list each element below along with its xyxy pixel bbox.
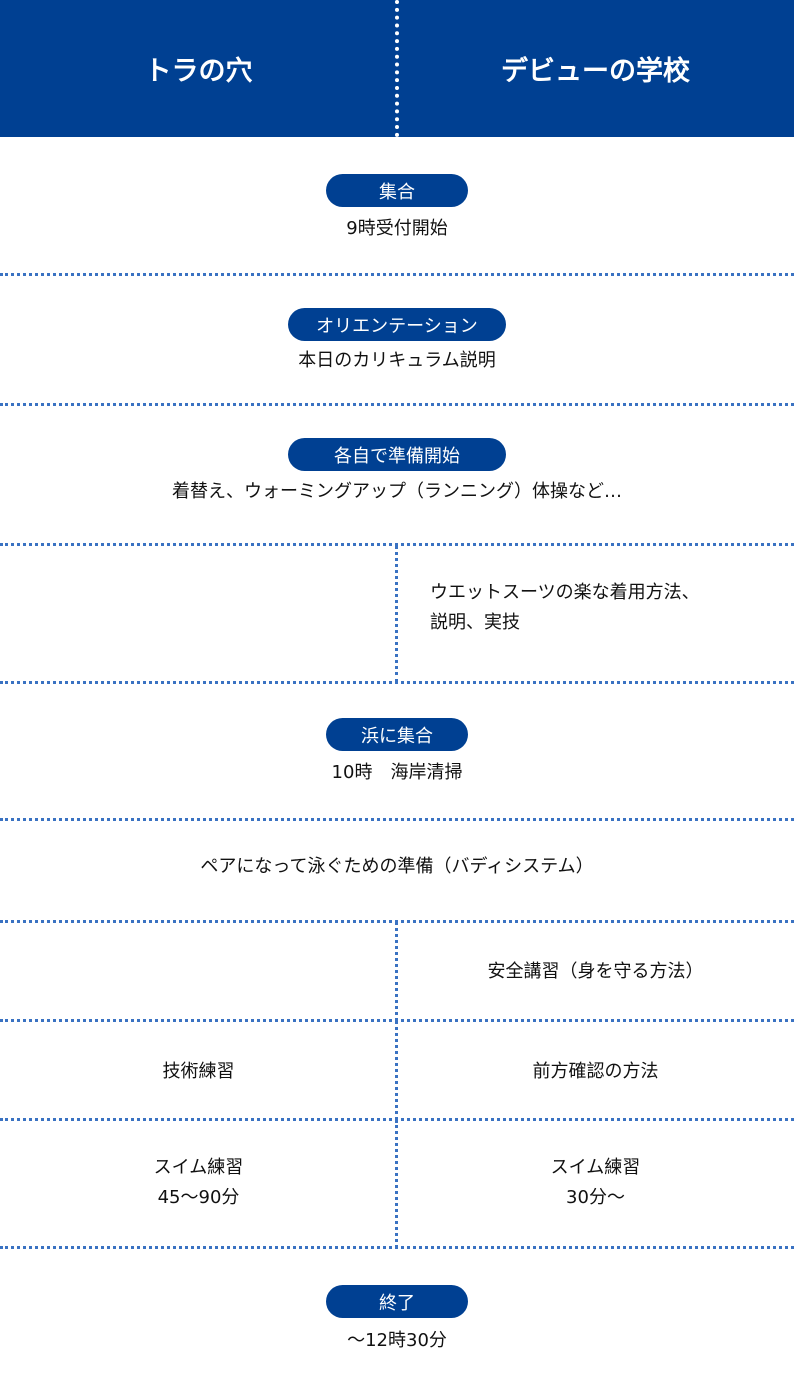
column-title-debut-school: デビューの学校 (501, 56, 690, 87)
step-text: 本日のカリキュラム説明 (298, 350, 496, 371)
divider (0, 543, 794, 546)
step-text-left: 技術練習 (162, 1061, 235, 1082)
schedule-header: トラの穴 デビューの学校 (0, 0, 794, 137)
column-divider (395, 545, 398, 683)
step-text: 着替え、ウォーミングアップ（ランニング）体操など… (172, 481, 622, 502)
step-text-left: スイム練習 45〜90分 (0, 1153, 397, 1213)
text-line: ウエットスーツの楽な着用方法、 (430, 582, 700, 603)
divider (0, 403, 794, 406)
step-text-right: 前方確認の方法 (532, 1061, 659, 1082)
column-divider (395, 922, 398, 1021)
text-line: 説明、実技 (430, 612, 520, 633)
step-badge: 浜に集合 (326, 718, 468, 751)
column-divider (395, 1120, 398, 1248)
divider (0, 1019, 794, 1022)
column-divider (395, 1021, 398, 1120)
divider (0, 920, 794, 923)
divider (0, 273, 794, 276)
step-text-right: スイム練習 30分〜 (397, 1153, 794, 1213)
step-text-right: ウエットスーツの楽な着用方法、 説明、実技 (430, 578, 700, 638)
text-line: 30分〜 (566, 1187, 625, 1208)
column-title-tora-no-ana: トラの穴 (144, 56, 253, 87)
step-badge: 終了 (326, 1285, 468, 1318)
header-divider (395, 0, 399, 137)
step-badge: オリエンテーション (288, 308, 506, 341)
text-line: スイム練習 (153, 1157, 244, 1178)
step-badge: 各自で準備開始 (288, 438, 506, 471)
divider (0, 1246, 794, 1249)
divider (0, 1118, 794, 1121)
step-text: 10時 海岸清掃 (331, 762, 463, 783)
divider (0, 818, 794, 821)
step-text: 〜12時30分 (347, 1330, 447, 1351)
divider (0, 681, 794, 684)
step-badge: 集合 (326, 174, 468, 207)
text-line: 45〜90分 (157, 1187, 240, 1208)
text-line: スイム練習 (550, 1157, 641, 1178)
step-text: 9時受付開始 (346, 218, 448, 239)
step-text-right: 安全講習（身を守る方法） (487, 961, 704, 982)
step-text: ペアになって泳ぐための準備（バディシステム） (200, 856, 594, 877)
